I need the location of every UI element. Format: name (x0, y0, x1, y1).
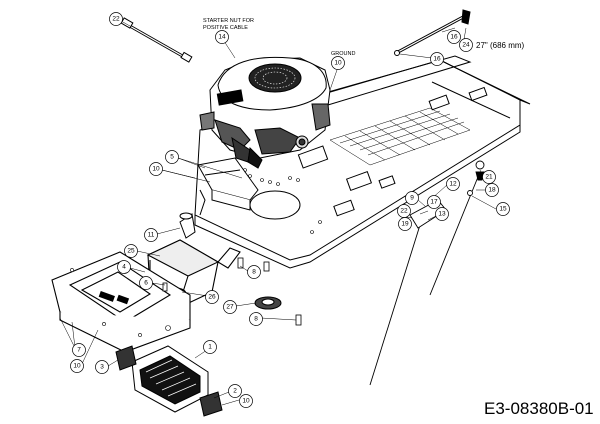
svg-text:15: 15 (499, 206, 507, 213)
svg-text:1: 1 (208, 344, 212, 351)
callout-25: 25 (124, 244, 138, 258)
engine-brand-plate: BRIGGS (216, 89, 244, 106)
callout-22: 22 (397, 204, 411, 218)
callout-10-bottom: 10 (239, 394, 253, 408)
svg-text:19: 19 (401, 221, 409, 228)
svg-text:9: 9 (410, 195, 414, 202)
engine-assembly: BRIGGS (199, 56, 331, 169)
svg-text:8: 8 (254, 316, 258, 323)
svg-text:18: 18 (488, 187, 496, 194)
leader-lines (59, 20, 497, 406)
callout-5: 5 (165, 150, 179, 164)
flywheel-grille (248, 63, 302, 93)
diagram-code: E3-08380B-01 (484, 399, 594, 418)
exhaust-deflector (131, 345, 209, 413)
note-starter-line1: STARTER NUT FOR (203, 18, 254, 24)
callout-24: 24 (459, 38, 473, 52)
svg-text:26: 26 (208, 294, 216, 301)
callout-16: 16 (430, 52, 444, 66)
callout-26: 26 (205, 290, 219, 304)
hood-rod (120, 17, 193, 63)
callout-15: 15 (496, 202, 510, 216)
callout-16-top: 16 (447, 30, 461, 44)
callout-14: 14 (215, 30, 229, 44)
svg-text:13: 13 (438, 211, 446, 218)
svg-text:4: 4 (122, 264, 126, 271)
svg-text:12: 12 (449, 181, 457, 188)
svg-text:10: 10 (73, 363, 81, 370)
svg-text:14: 14 (218, 34, 226, 41)
svg-text:7: 7 (77, 347, 81, 354)
deflector-bracket-right (199, 391, 223, 417)
callout-10-guard: 10 (70, 359, 84, 373)
note-starter-line2: POSITIVE CABLE (203, 25, 248, 31)
dimension-note: 27" (686 mm) (476, 41, 525, 50)
svg-text:11: 11 (148, 232, 155, 239)
svg-text:16: 16 (433, 56, 441, 63)
callout-8-upper: 8 (247, 265, 261, 279)
callout-10-shield: 10 (149, 162, 163, 176)
note-ground: GROUND (331, 51, 355, 57)
callout-markers: 22 14 10 16 24 16 5 10 11 25 4 6 26 8 27… (70, 12, 510, 408)
muffler-guard (51, 251, 191, 353)
muffler-bracket (179, 212, 196, 239)
callout-11: 11 (144, 228, 158, 242)
svg-text:2: 2 (233, 388, 237, 395)
callout-2: 2 (228, 384, 242, 398)
callout-27: 27 (223, 300, 237, 314)
callout-7: 7 (72, 343, 86, 357)
callout-6: 6 (139, 276, 153, 290)
callout-19: 19 (398, 217, 412, 231)
svg-text:27: 27 (226, 304, 234, 311)
svg-text:22: 22 (400, 208, 408, 215)
svg-text:10: 10 (242, 398, 250, 405)
frame-vent-grid (329, 107, 471, 166)
svg-text:16: 16 (450, 34, 458, 41)
callout-10-ground: 10 (331, 56, 345, 70)
svg-text:17: 17 (430, 199, 438, 206)
svg-text:6: 6 (144, 280, 148, 287)
callout-13: 13 (435, 207, 449, 221)
svg-text:10: 10 (334, 60, 342, 67)
callout-9: 9 (405, 191, 419, 205)
callout-17: 17 (427, 195, 441, 209)
svg-text:10: 10 (152, 166, 160, 173)
engine-brand-text: BRIGGS (220, 94, 241, 103)
svg-text:8: 8 (252, 269, 256, 276)
svg-text:24: 24 (462, 42, 470, 49)
lift-rod (394, 9, 471, 56)
svg-text:3: 3 (100, 364, 104, 371)
svg-text:25: 25 (127, 248, 135, 255)
callout-12: 12 (446, 177, 460, 191)
callout-4: 4 (117, 260, 131, 274)
heat-shield (197, 157, 259, 216)
callout-1: 1 (203, 340, 217, 354)
bolts (162, 257, 302, 326)
callout-18: 18 (485, 183, 499, 197)
gasket (254, 296, 282, 310)
svg-text:5: 5 (170, 154, 174, 161)
callout-8-lower: 8 (249, 312, 263, 326)
callout-3: 3 (95, 360, 109, 374)
svg-text:22: 22 (112, 16, 120, 23)
callout-21: 21 (482, 170, 496, 184)
svg-text:21: 21 (485, 174, 493, 181)
callout-23: 22 (109, 12, 123, 26)
control-cables (369, 160, 485, 386)
deflector-bracket-left (115, 345, 137, 371)
